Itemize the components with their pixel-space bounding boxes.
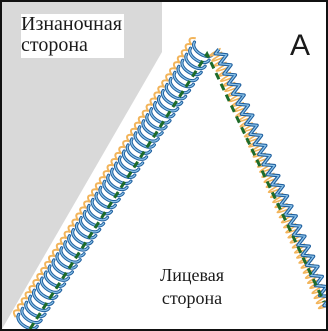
- orange-loop: [306, 274, 321, 285]
- left-orange-loops: [12, 36, 196, 318]
- blue-coil-highlight: [165, 83, 187, 100]
- back-side-label-line2: сторона: [21, 34, 88, 56]
- orange-loop: [317, 302, 326, 310]
- blue-coil-highlight: [87, 204, 109, 221]
- orange-loop: [12, 309, 21, 318]
- blue-coil-highlight: [60, 247, 81, 263]
- blue-coil-highlight: [122, 150, 144, 166]
- blue-coil-highlight: [177, 65, 198, 82]
- back-side-label-line1: Изнаночная: [21, 13, 122, 35]
- blue-coil-highlight: [52, 259, 73, 275]
- back-side-area: [2, 2, 162, 329]
- blue-coil-highlight: [161, 89, 183, 106]
- blue-coil-highlight: [91, 198, 113, 215]
- blue-coil-highlight: [157, 95, 179, 112]
- blue-coil-highlight: [64, 241, 85, 257]
- back-side-label: Изнаночная сторона: [21, 14, 124, 58]
- blue-coil-highlight: [29, 295, 50, 312]
- orange-loop: [315, 295, 326, 305]
- face-side-label-line1: Лицевая: [160, 265, 224, 285]
- blue-coil-highlight: [169, 77, 191, 94]
- left-blue-coil: [16, 40, 215, 329]
- orange-loop: [289, 234, 304, 244]
- blue-coil-highlight: [83, 210, 105, 227]
- blue-coil-highlight: [134, 132, 155, 148]
- blue-coil-highlight: [44, 271, 66, 287]
- blue-coil-highlight: [173, 71, 195, 88]
- blue-coil-highlight: [72, 229, 93, 245]
- blue-coil-highlight: [118, 156, 140, 172]
- blue-wave-highlight: [214, 48, 326, 307]
- blue-coil-loop: [192, 40, 215, 59]
- panel-letter: A: [289, 29, 310, 62]
- blue-coil-highlight: [99, 186, 120, 203]
- blue-coil-highlight: [103, 180, 124, 197]
- orange-loop: [293, 244, 308, 254]
- blue-coil-highlight: [150, 108, 171, 124]
- blue-coil-highlight: [75, 223, 97, 239]
- blue-coil-highlight: [17, 313, 38, 329]
- right-blue-wave: [213, 48, 326, 308]
- blue-coil-highlight: [79, 216, 101, 233]
- blue-coil-highlight: [130, 138, 152, 154]
- blue-coil-highlight: [181, 59, 202, 76]
- blue-coil-highlight: [68, 235, 89, 251]
- blue-coil-highlight: [111, 168, 132, 185]
- blue-coil-highlight: [48, 265, 70, 281]
- blue-coil-highlight: [21, 307, 42, 324]
- orange-loop: [302, 264, 317, 274]
- blue-coil-highlight: [32, 289, 54, 306]
- blue-coil-highlight: [56, 253, 77, 269]
- orange-loop: [311, 285, 325, 295]
- face-side-label-line2: сторона: [161, 287, 223, 308]
- blue-coil-highlight: [114, 162, 136, 179]
- blue-coil-highlight: [25, 301, 46, 318]
- blue-coil-highlight: [154, 102, 175, 118]
- orange-loop: [298, 254, 312, 264]
- face-side-label: Лицевая сторона: [160, 264, 224, 309]
- blue-coil-highlight: [189, 47, 210, 64]
- blue-coil-highlight: [138, 126, 159, 142]
- green-seam-line: [28, 50, 326, 329]
- blue-coil-highlight: [36, 283, 58, 300]
- blue-coil-highlight: [107, 174, 128, 191]
- blue-coil-highlight: [142, 120, 163, 136]
- blue-coil-highlight: [146, 114, 167, 130]
- blue-coil-highlight: [95, 192, 116, 209]
- blue-coil-highlight: [40, 277, 62, 293]
- blue-coil-highlight: [126, 144, 148, 160]
- blue-coil-highlight: [185, 53, 206, 70]
- stitch-diagram: [2, 2, 326, 329]
